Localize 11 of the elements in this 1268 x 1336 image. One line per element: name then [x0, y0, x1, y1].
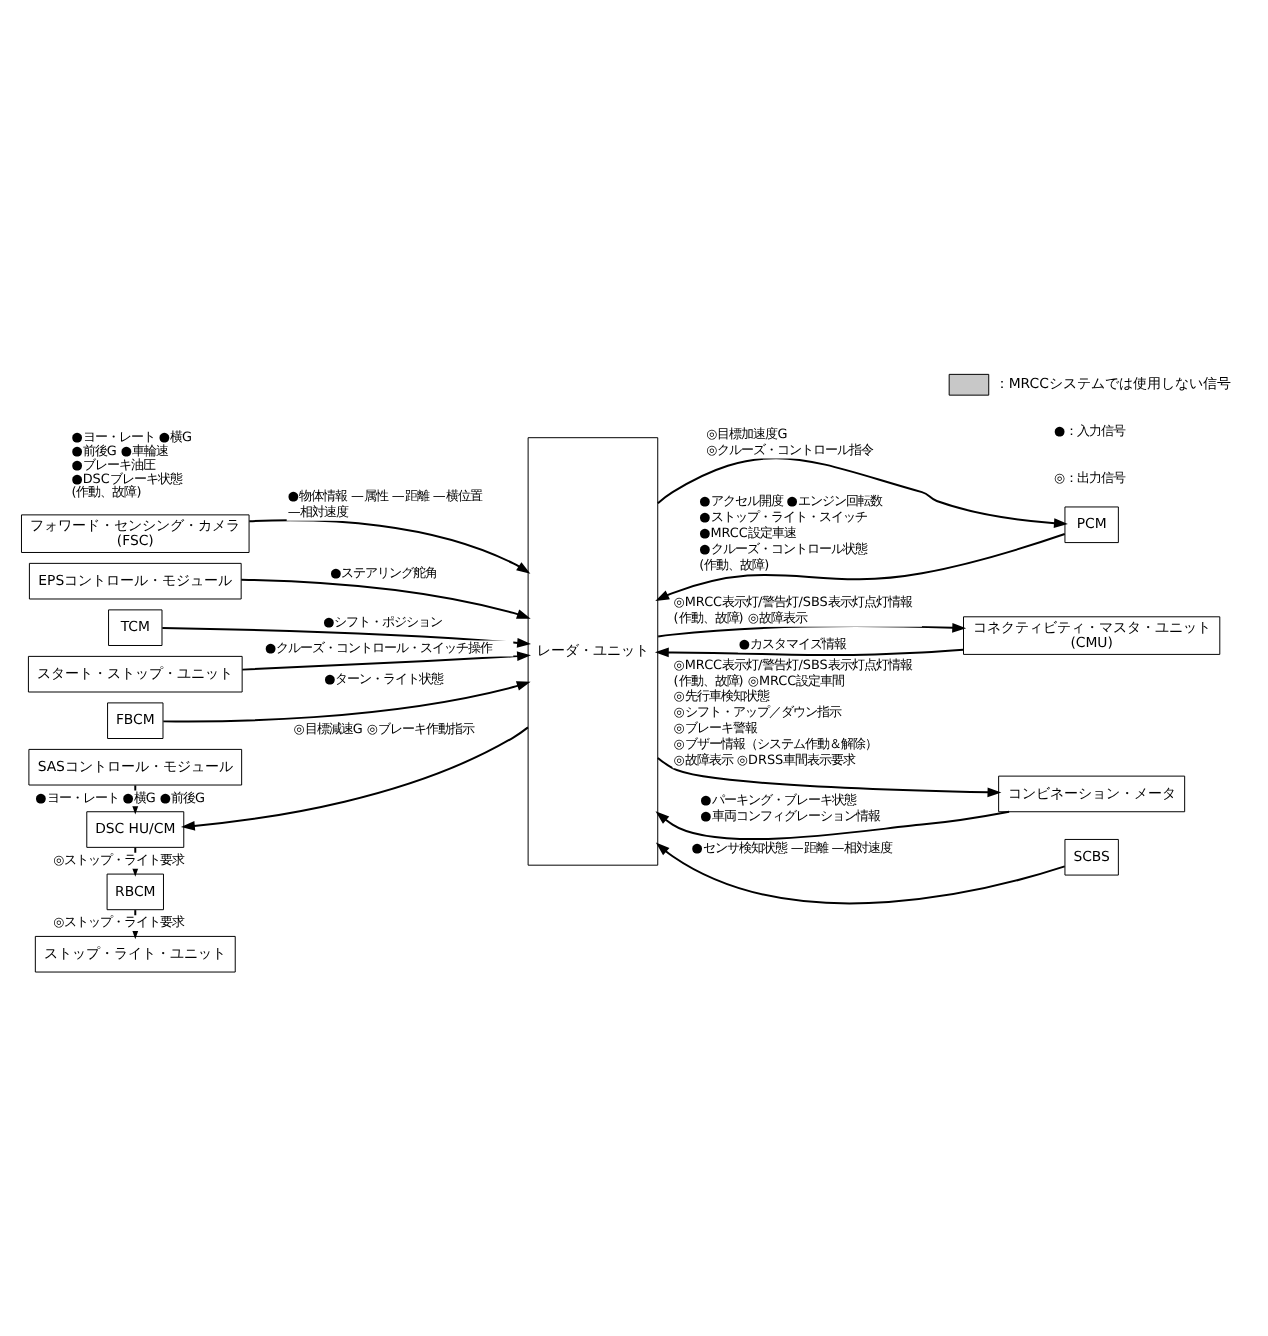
arrow — [655, 532, 1066, 600]
arrow — [248, 518, 531, 573]
arrow — [180, 725, 529, 830]
arrow — [656, 456, 1068, 527]
arrow — [162, 680, 531, 722]
arrow — [654, 646, 965, 657]
arrow — [241, 650, 531, 670]
arrow — [656, 755, 1002, 797]
arrow — [655, 809, 1011, 840]
arrow — [161, 626, 531, 647]
arrow — [240, 577, 531, 618]
